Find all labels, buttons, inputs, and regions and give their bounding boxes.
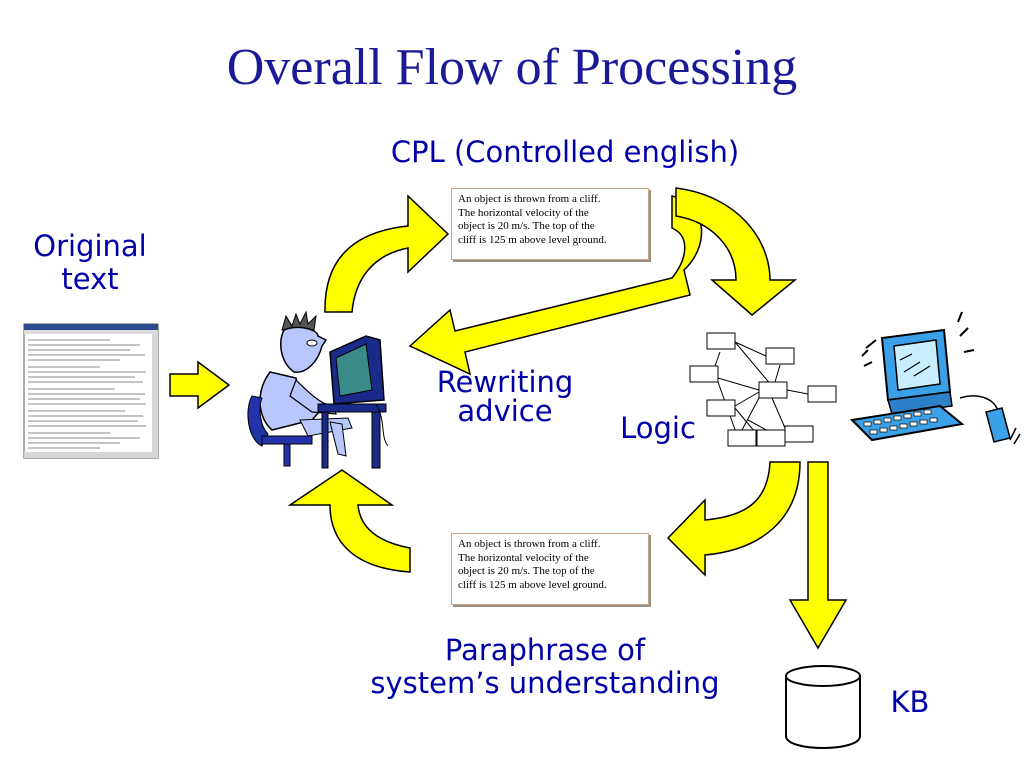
paraphrase-text-line: cliff is 125 m above level ground. — [458, 578, 607, 591]
paraphrase-label-line2: system’s understanding — [370, 666, 720, 701]
cpl-text-line: An object is thrown from a cliff. — [458, 193, 601, 205]
original-text-label-line2: text — [61, 262, 119, 297]
arrow-doc-to-person — [169, 360, 231, 410]
kb-label: KB — [890, 685, 930, 719]
paraphrase-text-line: The horizontal velocity of the — [458, 551, 589, 564]
paraphrase-text-line: object is 20 m/s. The top of the — [458, 565, 595, 577]
paraphrase-label: Paraphrase of system’s understanding — [330, 633, 760, 701]
logic-graph-icon — [689, 332, 837, 447]
original-text-label-line1: Original — [33, 229, 147, 263]
cpl-label: CPL (Controlled english) — [390, 135, 740, 169]
cpl-text-line: cliff is 125 m above level ground. — [458, 233, 607, 246]
logic-label: Logic — [620, 411, 696, 445]
paraphrase-text-box: An object is thrown from a cliff. The ho… — [451, 533, 649, 605]
original-text-label: Original text — [10, 229, 170, 297]
cpl-text-box: An object is thrown from a cliff. The ho… — [451, 188, 649, 260]
rewriting-advice-label-line1: Rewriting — [436, 365, 574, 399]
arrow-person-to-cpl — [324, 194, 450, 313]
page-title: Overall Flow of Processing — [226, 39, 798, 96]
arrow-logic-to-kb — [788, 461, 848, 650]
rewriting-advice-label: Rewriting advice — [410, 368, 600, 426]
cpl-text-line: The horizontal velocity of the — [458, 206, 589, 219]
arrow-logic-to-paraphrase — [666, 461, 801, 577]
paraphrase-text-line: An object is thrown from a cliff. — [458, 538, 601, 550]
document-window-icon — [23, 323, 159, 459]
database-cylinder-icon — [785, 665, 861, 749]
arrow-paraphrase-to-person — [287, 469, 411, 573]
computer-icon — [849, 311, 1021, 445]
rewriting-advice-label-line2: advice — [457, 394, 553, 428]
paraphrase-label-line1: Paraphrase of — [444, 633, 646, 667]
person-at-computer-icon — [247, 310, 389, 469]
arrow-cpl-to-logic — [675, 187, 798, 316]
cpl-text-line: object is 20 m/s. The top of the — [458, 220, 595, 232]
